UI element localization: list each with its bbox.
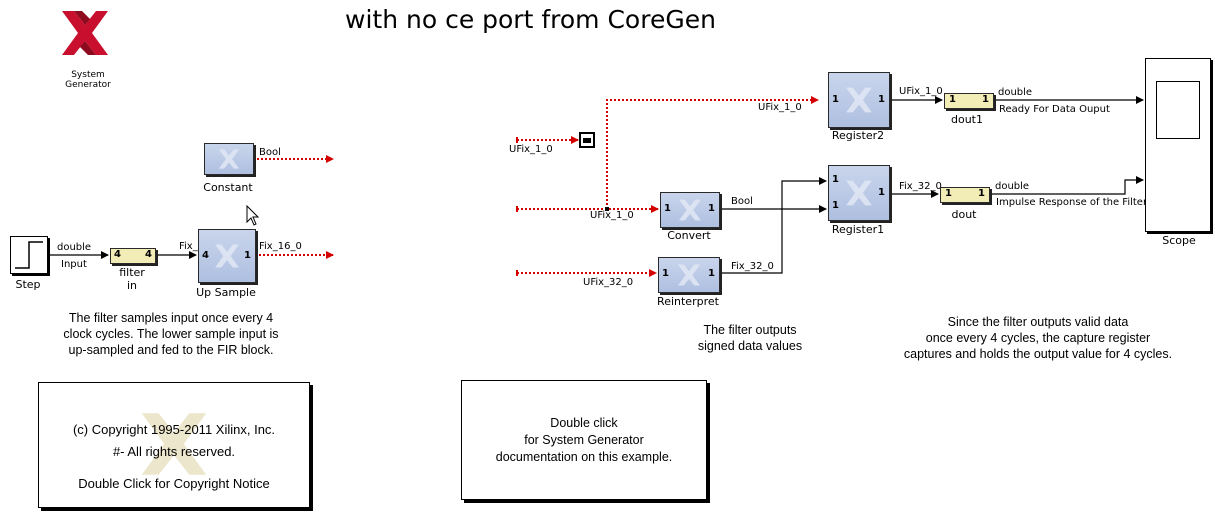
reinterpret-out-type: Fix_32_0 [731,261,774,272]
logo-label-line2: Generator [65,80,111,90]
convert-in-rate: 1 [664,203,671,214]
convert-in-type: UFix_1_0 [590,210,634,221]
step-block[interactable] [10,236,48,274]
xilinx-watermark-icon [141,413,207,475]
filter-in-in-rate: 4 [114,249,121,260]
dout-out-rate: 1 [978,188,985,199]
dout-gateway[interactable]: 1 1 [940,187,990,203]
constant-name: Constant [203,181,253,194]
up-sample-block[interactable]: 4 1 [198,229,256,283]
step-name: Step [15,278,41,291]
filter-note: The filter samples input once every 4 cl… [26,310,316,358]
register2-in-type: UFix_1_0 [758,102,802,113]
dout1-out-type: double [998,87,1033,98]
register2-out-rate: 1 [878,94,885,105]
doc-line3: documentation on this example. [495,450,673,464]
dout-out-type: double [995,181,1030,192]
wire-dout-to-scope [992,176,1144,195]
xilinx-watermark-icon [215,244,239,268]
register2-out-type: UFix_1_0 [899,86,943,97]
up-sample-name: Up Sample [196,286,256,299]
xilinx-watermark-icon [846,87,872,113]
system-generator-logo[interactable]: System Generator [53,8,123,98]
logo-label-line1: System [71,70,105,80]
diagram-title: with no ce port from CoreGen [345,5,716,34]
xilinx-logo-icon [62,11,108,55]
signed-note-line2: signed data values [697,339,803,353]
dout-in-rate: 1 [945,188,952,199]
filter-in-out-rate: 4 [145,249,152,260]
register1-rate-b: 1 [832,200,839,211]
filter-in-name-line1: filter [119,266,145,279]
copyright-line3: Double Click for Copyright Notice [78,476,270,491]
xilinx-watermark-icon [846,180,872,206]
register2-in-rate: 1 [832,94,839,105]
signed-note: The filter outputs signed data values [670,322,830,354]
xilinx-watermark-icon [218,149,240,169]
register2-name: Register2 [831,129,885,142]
step-function-icon [15,241,43,269]
scope-screen [1156,81,1200,139]
dout1-name: dout1 [951,113,983,126]
dout1-in-rate: 1 [949,94,956,105]
filter-note-line1: The filter samples input once every 4 [68,311,274,325]
upsample-out-rate: 1 [244,250,251,261]
capture-note-line3: captures and holds the output value for … [903,347,1173,361]
register1-rate-a: 1 [832,174,839,185]
constant-out-type: Bool [259,147,281,158]
capture-note-line2: once every 4 cycles, the capture registe… [925,331,1151,345]
convert-name: Convert [667,229,711,242]
reinterpret-in-rate: 1 [662,268,669,279]
register1-block[interactable]: 1 1 1 [828,165,890,221]
dout1-out-label: Ready For Data Ouput [999,104,1110,115]
xilinx-watermark-icon [678,199,702,221]
register2-block[interactable]: 1 1 [828,72,890,128]
signed-note-line1: The filter outputs [703,323,797,337]
xilinx-watermark-icon [677,264,701,286]
upsample-in-rate: 4 [202,250,209,261]
gateway-in-type: UFix_1_0 [509,144,553,155]
copyright-line1: (c) Copyright 1995-2011 Xilinx, Inc. [72,422,276,437]
filter-note-line2: clock cycles. The lower sample input is [63,327,279,341]
upsample-out-type: Fix_16_0 [259,241,302,252]
dout-name: dout [951,208,977,221]
wire-to-register2 [606,96,819,209]
doc-line2: for System Generator [524,433,644,447]
step-out-type: double [57,242,92,253]
convert-block[interactable]: 1 1 [660,192,720,228]
dout1-gateway[interactable]: 1 1 [944,93,994,109]
register1-out-type: Fix_32_0 [899,181,942,192]
convert-out-rate: 1 [708,203,715,214]
copyright-line2: #- All rights reserved. [112,444,236,459]
convert-out-type: Bool [731,196,753,207]
capture-note: Since the filter outputs valid data once… [870,314,1206,362]
reinterpret-out-rate: 1 [708,268,715,279]
register1-name: Register1 [831,223,885,236]
dout-out-label: Impulse Response of the Filter [996,197,1148,208]
constant-block[interactable] [204,143,254,175]
reinterpret-name: Reinterpret [657,295,719,308]
capture-note-line1: Since the filter outputs valid data [947,315,1129,329]
filter-in-name-line2: in [126,279,138,292]
dout1-out-rate: 1 [982,94,989,105]
copyright-notice-box[interactable]: (c) Copyright 1995-2011 Xilinx, Inc. #- … [38,382,310,508]
mouse-cursor-icon [246,205,260,226]
reinterpret-block[interactable]: 1 1 [658,257,720,293]
register1-out-rate: 1 [878,187,885,198]
filter-in-gateway[interactable]: 4 4 [110,248,156,264]
filter-in-input-label: Input [61,259,87,270]
filter-note-line3: up-sampled and fed to the FIR block. [68,343,274,357]
reinterpret-in-type: UFix_32_0 [583,277,634,288]
scope-block[interactable] [1145,58,1211,232]
wire-reinterpret-to-register1 [719,177,827,274]
scope-name: Scope [1162,234,1196,247]
documentation-box[interactable]: Double click for System Generator docume… [461,380,707,500]
doc-line1: Double click [550,416,618,430]
